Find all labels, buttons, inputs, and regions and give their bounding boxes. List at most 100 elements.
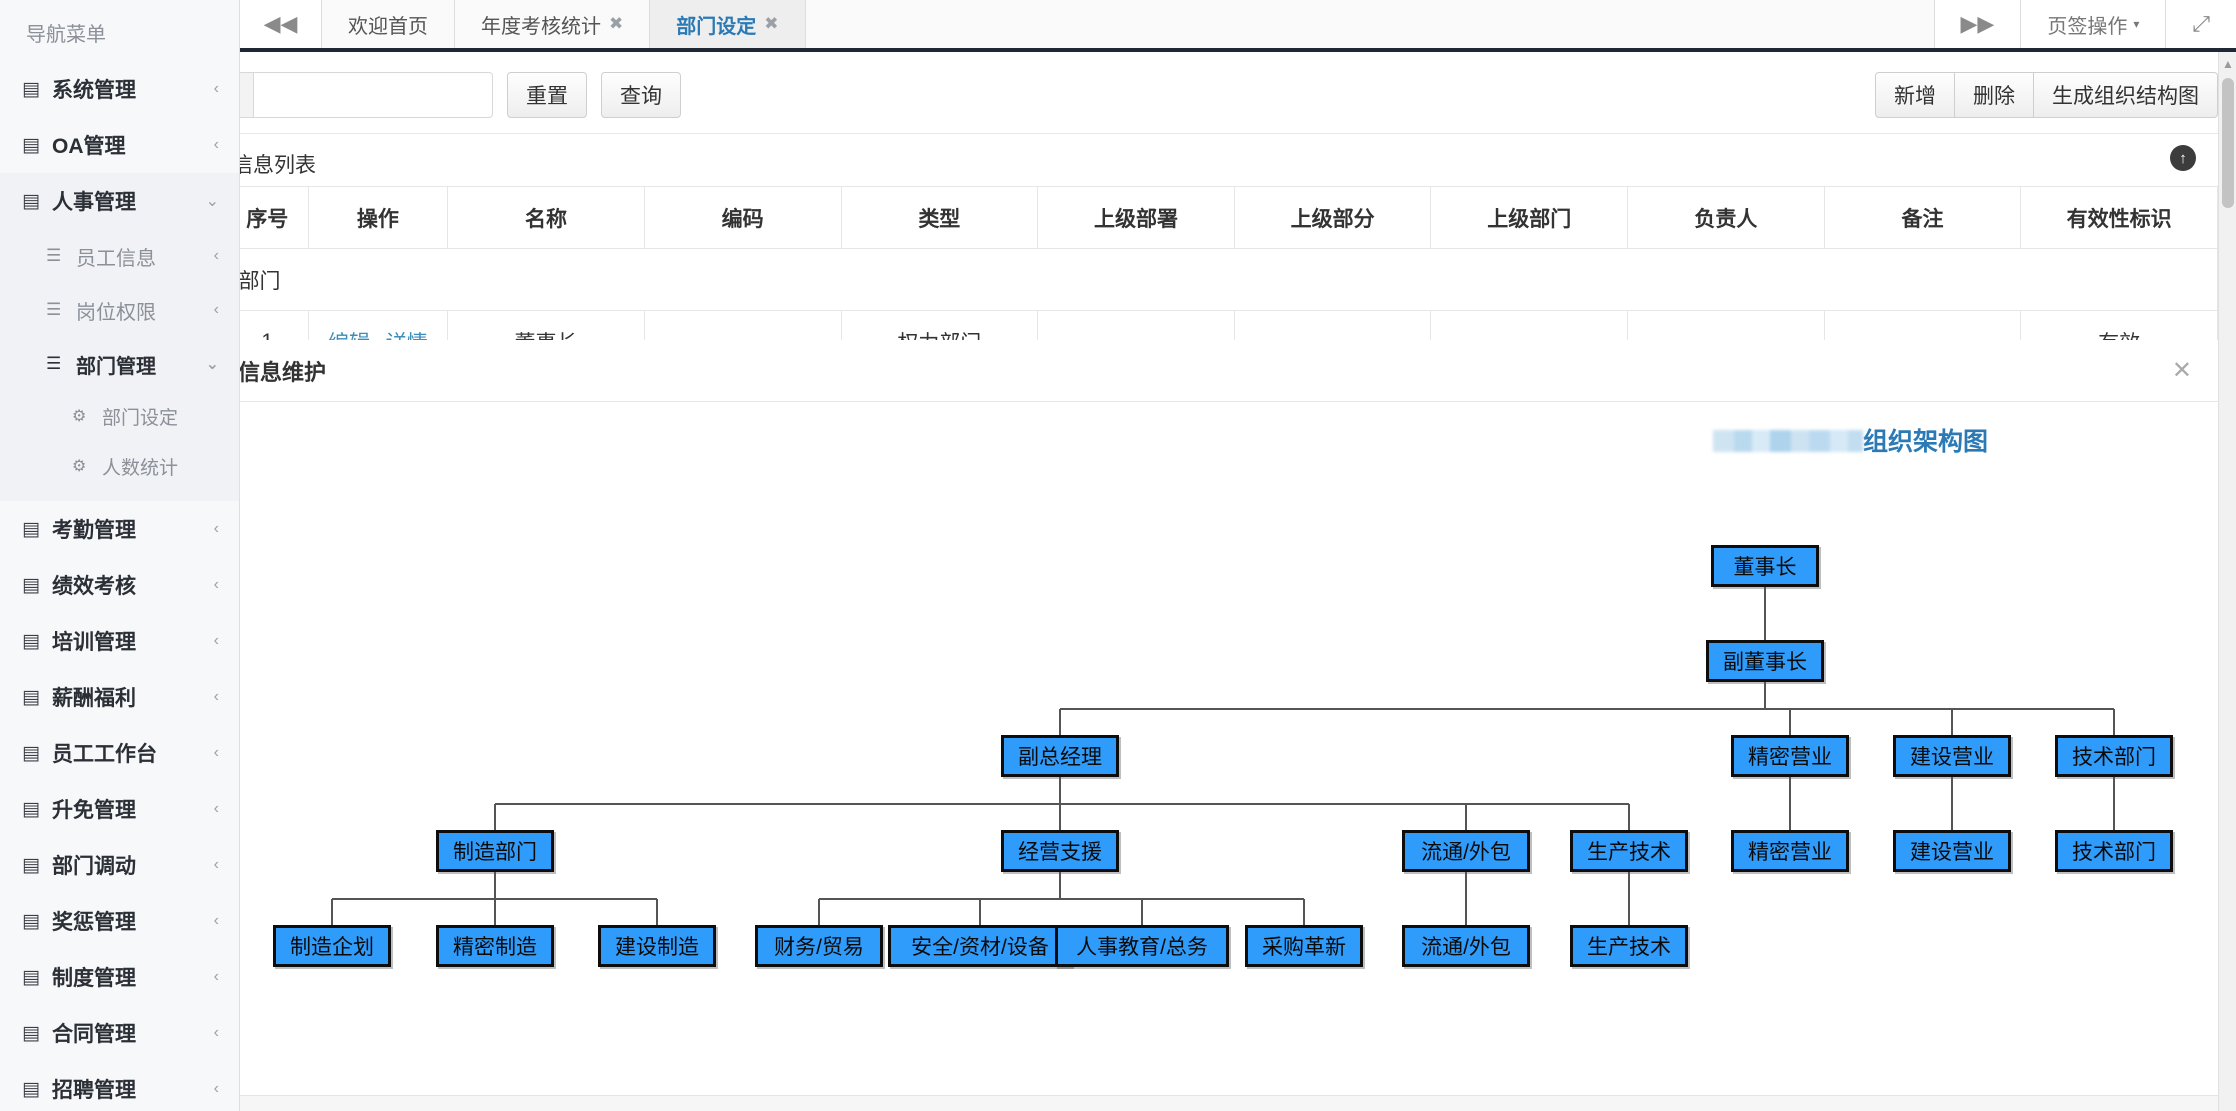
org-node[interactable]: 建设营业	[1893, 735, 2011, 777]
tab-bar: ◀◀ 欢迎首页 年度考核统计 ✖ 部门设定 ✖ ▶▶	[240, 0, 2236, 52]
org-node[interactable]: 董事长	[1711, 545, 1819, 587]
tab-department-settings[interactable]: 部门设定 ✖	[650, 0, 806, 48]
tab-close-icon[interactable]: ✖	[609, 14, 624, 33]
sidebar-item-hr-management[interactable]: ▤ 人事管理 ⌄	[0, 173, 239, 229]
org-chart-title-suffix: 组织架构图	[1862, 428, 1988, 456]
tab-close-icon[interactable]: ✖	[764, 14, 779, 33]
page-action-dropdown[interactable]: 页签操作 ▾	[2020, 0, 2166, 48]
sidebar-item-training-management[interactable]: ▤ 培训管理 ‹	[0, 613, 239, 669]
org-connector	[1789, 777, 1791, 830]
reset-button[interactable]: 重置	[507, 71, 587, 118]
org-node[interactable]: 副总经理	[1001, 735, 1119, 777]
sidebar-item-employee-workbench[interactable]: ▤ 员工工作台 ‹	[0, 725, 239, 781]
search-input[interactable]	[253, 71, 493, 118]
panel-body: 组织架构图 董事长副董事长副总经理精密营业建设营业技术部门制造部门经营支援流通/…	[170, 402, 2218, 1111]
vertical-scrollbar-thumb[interactable]	[2222, 78, 2234, 208]
sidebar-item-label: 员工工作台	[52, 743, 157, 766]
org-chart-panel: 部门信息维护 ✕ 组织架构图 董事长副董事长副总经理精密营业建设营业技术部门制造…	[170, 340, 2218, 1111]
org-node[interactable]: 人事教育/总务	[1055, 925, 1229, 967]
org-node[interactable]: 生产技术	[1570, 925, 1688, 967]
close-icon[interactable]: ✕	[2171, 356, 2192, 384]
org-connector	[2113, 777, 2115, 830]
tab-welcome[interactable]: 欢迎首页	[322, 0, 455, 48]
sidebar-item-contract-management[interactable]: ▤ 合同管理 ‹	[0, 1005, 239, 1061]
gears-icon: ⚙	[72, 458, 87, 475]
delete-button[interactable]: 删除	[1955, 71, 2034, 118]
fullscreen-button[interactable]: ⤢	[2165, 0, 2236, 48]
sidebar-item-system-management[interactable]: ▤ 系统管理 ‹	[0, 61, 239, 117]
sidebar-item-recruitment-management[interactable]: ▤ 招聘管理 ‹	[0, 1061, 239, 1111]
sidebar-item-department-management[interactable]: ☰ 部门管理 ⌄	[0, 337, 239, 391]
org-node[interactable]: 精密制造	[436, 925, 554, 967]
org-node[interactable]: 精密营业	[1731, 735, 1849, 777]
generate-org-chart-button[interactable]: 生成组织结构图	[2034, 71, 2218, 118]
query-button[interactable]: 查询	[601, 71, 681, 118]
org-node-label: 安全/资材/设备	[911, 936, 1049, 959]
org-connector	[656, 898, 658, 925]
org-node[interactable]: 制造部门	[436, 830, 554, 872]
chevron-left-icon: ‹	[213, 912, 219, 929]
org-connector	[1628, 872, 1630, 925]
org-node[interactable]: 财务/贸易	[755, 925, 883, 967]
sidebar-item-oa-management[interactable]: ▤ OA管理 ‹	[0, 117, 239, 173]
vertical-scrollbar[interactable]: ▲	[2218, 52, 2236, 1111]
org-node[interactable]: 精密营业	[1731, 830, 1849, 872]
sidebar-item-reward-punishment[interactable]: ▤ 奖惩管理 ‹	[0, 893, 239, 949]
org-connector	[1465, 872, 1467, 925]
sidebar-item-headcount-statistics[interactable]: ⚙ 人数统计	[0, 441, 239, 491]
org-node[interactable]: 建设制造	[598, 925, 716, 967]
col-owner: 负责人	[1627, 186, 1825, 249]
panel-header: 部门信息维护 ✕	[170, 340, 2218, 402]
refresh-icon[interactable]: ↑	[2170, 145, 2196, 171]
org-node-label: 副董事长	[1723, 651, 1807, 674]
org-node[interactable]: 流通/外包	[1402, 830, 1530, 872]
tabs-scroll-right-button[interactable]: ▶▶	[1933, 0, 2021, 48]
sidebar-item-performance-review[interactable]: ▤ 绩效考核 ‹	[0, 557, 239, 613]
search-toolbar: 名称 重置 查询 新增 删除 生成组织结构图	[170, 56, 2218, 134]
sidebar-item-employee-info[interactable]: ☰ 员工信息 ‹	[0, 229, 239, 283]
sidebar: 导航菜单 ▤ 系统管理 ‹ ▤ OA管理 ‹ ▤ 人事管理 ⌄ ☰ 员工信息 ‹…	[0, 0, 240, 1111]
org-connector	[494, 803, 496, 830]
org-node[interactable]: 生产技术	[1570, 830, 1688, 872]
sidebar-item-department-transfer[interactable]: ▤ 部门调动 ‹	[0, 837, 239, 893]
sidebar-item-compensation-benefits[interactable]: ▤ 薪酬福利 ‹	[0, 669, 239, 725]
org-connector	[495, 802, 1629, 805]
sidebar-item-promotion-management[interactable]: ▤ 升免管理 ‹	[0, 781, 239, 837]
sidebar-item-policy-management[interactable]: ▤ 制度管理 ‹	[0, 949, 239, 1005]
org-connector	[1303, 898, 1305, 925]
tabs-scroll-left-button[interactable]: ◀◀	[240, 0, 322, 48]
org-node[interactable]: 安全/资材/设备	[888, 925, 1072, 967]
org-node[interactable]: 流通/外包	[1402, 925, 1530, 967]
tab-annual-review-stats[interactable]: 年度考核统计 ✖	[455, 0, 651, 48]
sidebar-item-label: 薪酬福利	[52, 687, 136, 710]
org-connector	[818, 898, 820, 925]
org-node-label: 流通/外包	[1421, 841, 1511, 864]
sidebar-item-label: 员工信息	[76, 247, 156, 270]
org-node[interactable]: 副董事长	[1706, 640, 1824, 682]
org-node[interactable]: 采购革新	[1245, 925, 1363, 967]
sidebar-item-label: 部门设定	[102, 407, 179, 429]
horizontal-scrollbar[interactable]	[170, 1095, 2218, 1111]
org-node-label: 制造企划	[290, 936, 374, 959]
list-icon: ☰	[46, 246, 62, 265]
sidebar-item-position-permission[interactable]: ☰ 岗位权限 ‹	[0, 283, 239, 337]
org-node[interactable]: 技术部门	[2055, 735, 2173, 777]
book-icon: ▤	[22, 134, 40, 156]
add-button[interactable]: 新增	[1875, 71, 1955, 118]
org-node[interactable]: 建设营业	[1893, 830, 2011, 872]
sidebar-item-department-settings[interactable]: ⚙ 部门设定	[0, 391, 239, 441]
org-connector	[494, 872, 496, 899]
org-node[interactable]: 经营支援	[1001, 830, 1119, 872]
tab-label: 部门设定	[676, 15, 757, 38]
org-node-label: 制造部门	[453, 841, 537, 864]
sidebar-item-attendance-management[interactable]: ▤ 考勤管理 ‹	[0, 501, 239, 557]
chevron-left-icon: ‹	[213, 576, 219, 593]
scroll-up-arrow-icon[interactable]: ▲	[2222, 57, 2234, 71]
org-connector	[1951, 708, 1953, 735]
org-connector	[979, 898, 981, 925]
org-node[interactable]: 制造企划	[273, 925, 391, 967]
org-node[interactable]: 技术部门	[2055, 830, 2173, 872]
tab-label: 年度考核统计	[481, 15, 601, 38]
org-connector	[1628, 803, 1630, 830]
